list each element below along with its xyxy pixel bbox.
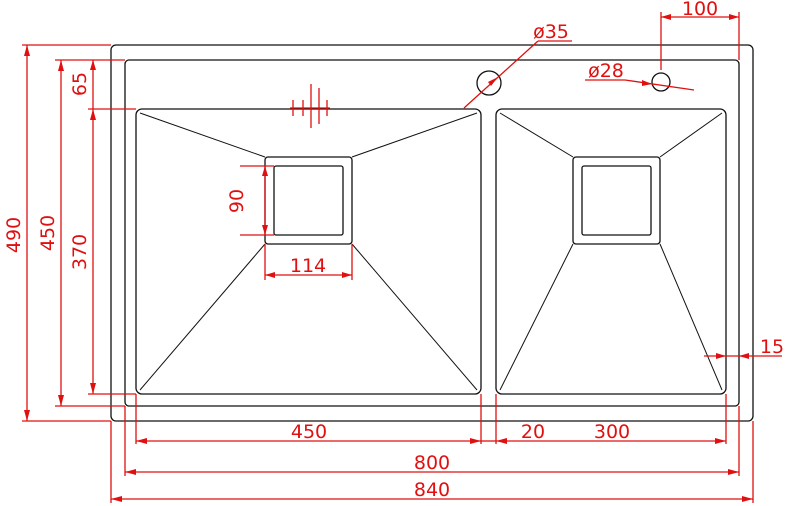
label-dia35: ø35 [533, 21, 569, 43]
right-drain-outer [572, 156, 661, 245]
left-drain-inner [273, 165, 344, 236]
center-mark [290, 84, 330, 128]
right-bowl-outline [495, 108, 727, 395]
left-slope-bl [139, 243, 266, 391]
left-slope-tr [351, 112, 478, 158]
right-slope-tr [659, 112, 723, 158]
label-65: 65 [69, 72, 91, 96]
label-800: 800 [414, 452, 450, 474]
dimension-labels: 490 450 370 65 90 114 450 20 300 800 840… [3, 0, 784, 501]
label-840: 840 [414, 479, 450, 501]
dim-dia28-leader [624, 79, 695, 91]
label-90: 90 [226, 189, 248, 213]
label-300: 300 [594, 421, 630, 443]
left-slope-br [351, 243, 478, 391]
label-370: 370 [69, 234, 91, 270]
left-drain-outer [264, 156, 353, 245]
dimension-lines [22, 12, 782, 503]
left-bowl-outline [135, 108, 482, 395]
label-dia28: ø28 [588, 60, 624, 82]
label-100: 100 [682, 0, 718, 20]
right-slope-tl [499, 112, 574, 158]
right-slope-bl [499, 243, 574, 391]
inner-rim [124, 59, 740, 407]
right-drain-inner [581, 165, 652, 236]
label-114: 114 [290, 255, 326, 277]
label-490: 490 [3, 217, 25, 253]
label-15: 15 [760, 336, 784, 358]
left-bowl [135, 108, 482, 395]
right-bowl [495, 108, 727, 395]
left-slope-tl [139, 112, 266, 158]
outer-rim [110, 44, 754, 422]
label-450-horizontal: 450 [291, 421, 327, 443]
faucet-hole [476, 70, 502, 96]
right-slope-br [659, 243, 723, 391]
label-450-vertical: 450 [37, 215, 59, 251]
label-20: 20 [521, 421, 545, 443]
sink-outline [110, 44, 754, 422]
small-hole [651, 72, 671, 92]
dim-dia35-leader [463, 40, 539, 109]
